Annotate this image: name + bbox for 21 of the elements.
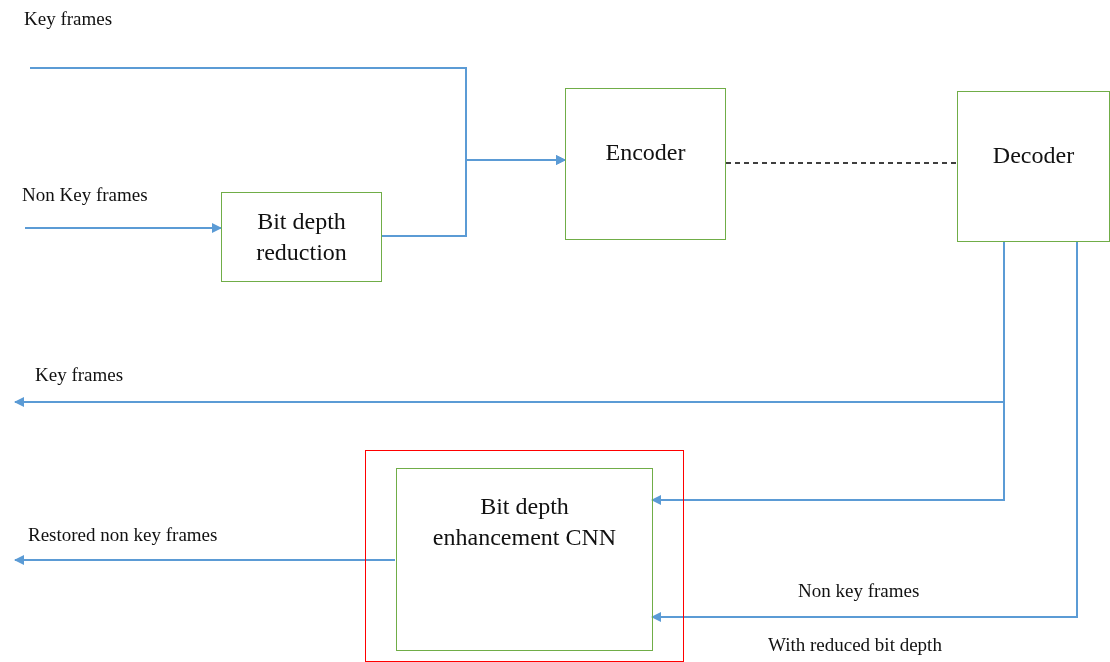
note-text: With reduced bit depth — [768, 634, 942, 656]
arrow — [381, 155, 566, 237]
edge-label: Non Key frames — [20, 184, 150, 206]
dashed-link — [725, 162, 958, 164]
process-box — [957, 91, 1110, 242]
node-label: Bit depth enhancement CNN — [431, 492, 618, 553]
edge-label: Key frames — [33, 364, 126, 386]
node-label: Encoder — [605, 138, 686, 167]
node-label: Decoder — [992, 141, 1075, 170]
arrow — [14, 555, 396, 565]
process-box — [565, 88, 726, 240]
process-box — [396, 468, 653, 651]
frame-box — [365, 450, 684, 662]
node-label: Bit depth reduction — [255, 206, 348, 267]
edge-label: Non key frames — [796, 580, 922, 602]
arrow — [651, 241, 1005, 505]
edge-label: Restored non key frames — [26, 524, 220, 546]
process-box — [221, 192, 382, 282]
edge-label: Key frames — [22, 8, 115, 30]
arrow — [24, 223, 222, 233]
arrow — [651, 241, 1078, 622]
